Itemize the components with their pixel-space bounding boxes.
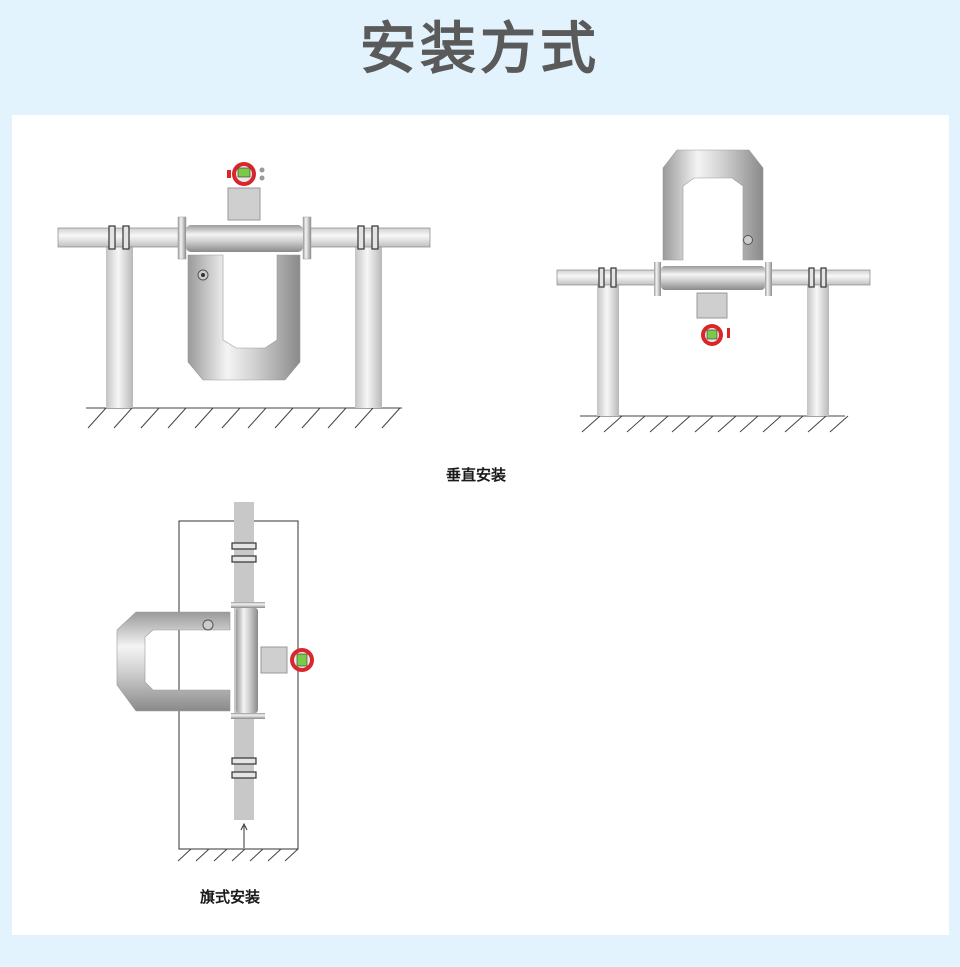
support-post-left: [597, 284, 619, 416]
transmitter: [290, 648, 314, 672]
content-panel: [12, 115, 949, 935]
meter-body: [661, 266, 765, 290]
meter-body: [236, 608, 258, 713]
ground-hatch: [177, 848, 299, 862]
support-post-left: [106, 247, 133, 408]
ground-hatch: [580, 415, 849, 433]
caption-flag-install: 旗式安装: [200, 888, 261, 906]
page-title: 安装方式: [360, 17, 600, 82]
transmitter: [227, 162, 265, 186]
caption-vertical-install: 垂直安装: [446, 466, 507, 484]
support-post-right: [355, 247, 382, 408]
transmitter: [701, 324, 730, 346]
u-tube: [116, 611, 231, 712]
u-tube: [187, 254, 301, 381]
meter-body: [186, 225, 303, 252]
support-post-right: [807, 284, 829, 416]
ground-hatch: [86, 407, 402, 429]
u-tube: [662, 149, 764, 261]
pipe-clamps: [108, 225, 379, 250]
